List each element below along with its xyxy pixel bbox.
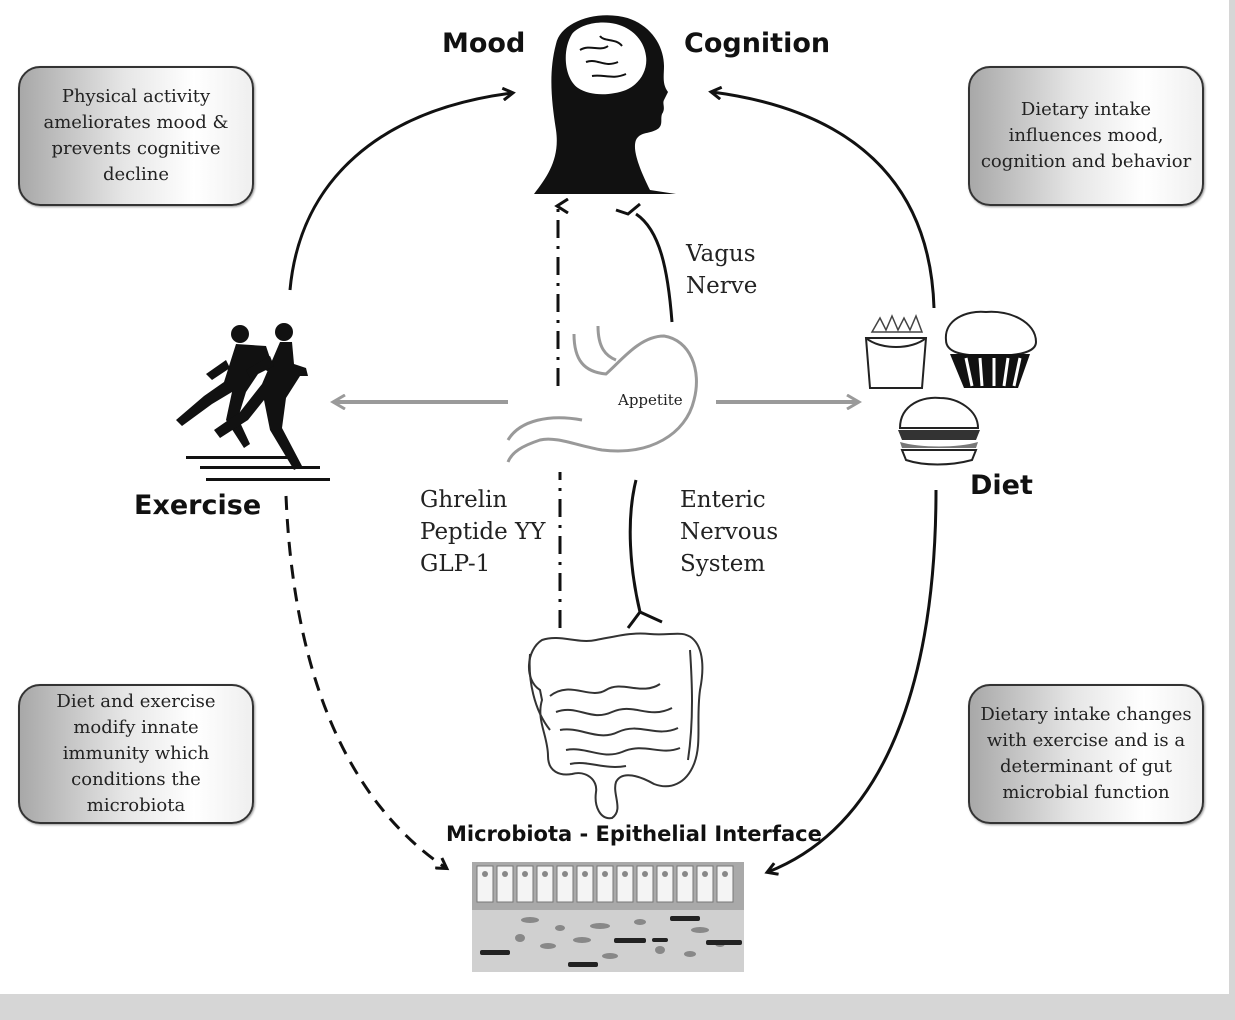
enteric-line-1: Enteric [680, 487, 766, 513]
epithelium-icon [472, 862, 744, 972]
fries-icon [864, 313, 928, 389]
cognition-label: Cognition [684, 28, 831, 59]
hormone-glp1: GLP-1 [420, 551, 491, 577]
stomach-icon [506, 325, 698, 463]
box-bottom-right: Dietary intake changes with exercise and… [968, 684, 1204, 824]
muffin-icon [944, 310, 1038, 388]
exercise-to-mood-arrow [288, 93, 512, 291]
burger-icon [898, 396, 980, 466]
interface-label: Microbiota - Epithelial Interface [446, 822, 822, 846]
enteric-line-3: System [680, 551, 766, 577]
appetite-label: Appetite [618, 391, 683, 409]
diet-label: Diet [970, 470, 1033, 501]
head-silhouette-icon [534, 15, 676, 194]
exercise-label: Exercise [134, 490, 262, 521]
enteric-nerve-terminal [626, 610, 663, 629]
enteric-nerve-line [628, 479, 642, 613]
box-top-left: Physical activity ameliorates mood & pre… [18, 66, 254, 206]
vagus-nerve-terminal [615, 202, 641, 216]
exercise-to-interface-arrow [284, 495, 446, 868]
runners-icon [176, 323, 330, 481]
vagus-nerve-line [635, 212, 674, 323]
hormone-pyy: Peptide YY [420, 519, 546, 545]
hormone-ghrelin: Ghrelin [420, 487, 508, 513]
diet-to-interface-arrow [768, 489, 938, 872]
box-top-right: Dietary intake influences mood, cognitio… [968, 66, 1204, 206]
vagus-line-2: Nerve [686, 273, 758, 299]
diagram-canvas: Mood Cognition Exercise Diet Microbiota … [0, 0, 1229, 994]
enteric-line-2: Nervous [680, 519, 779, 545]
diet-to-cognition-arrow [712, 92, 936, 309]
intestine-icon [527, 632, 704, 820]
box-bottom-left: Diet and exercise modify innate immunity… [18, 684, 254, 824]
mood-label: Mood [442, 28, 526, 59]
vagus-line-1: Vagus [686, 241, 756, 267]
diagram-graphics [176, 15, 1038, 972]
